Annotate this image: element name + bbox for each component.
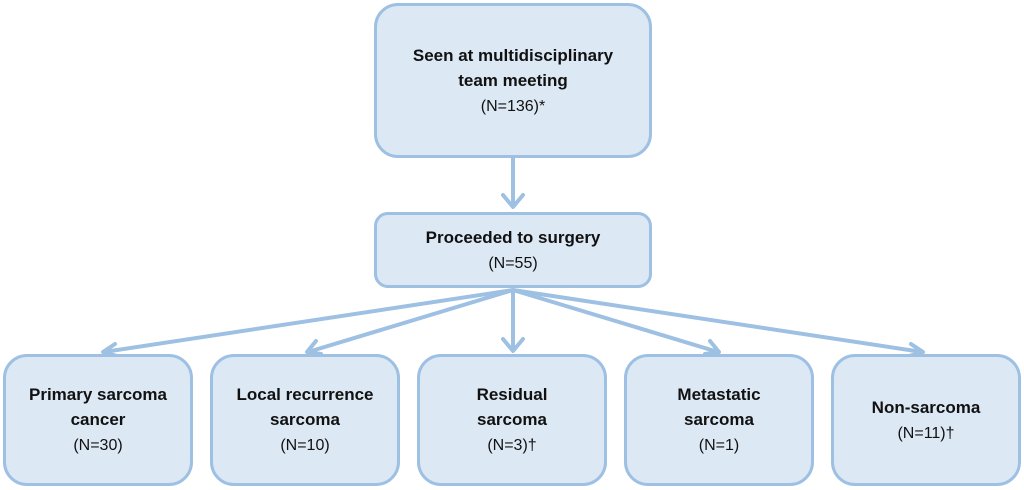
box-surgery: Proceeded to surgery (N=55)	[374, 212, 652, 288]
outcome-count: (N=3)†	[487, 437, 537, 454]
outcome-title: Metastatic sarcoma	[677, 385, 761, 429]
box-mdt-meeting-title: Seen at multidisciplinary team meeting	[412, 45, 614, 90]
box-mdt-meeting: Seen at multidisciplinary team meeting (…	[374, 3, 652, 158]
arrow-to-local	[306, 288, 515, 354]
outcome-title: Local recurrence sarcoma	[236, 385, 374, 429]
box-mdt-meeting-count: (N=136)*	[480, 97, 546, 115]
box-non-sarcoma: Non-sarcoma (N=11)†	[831, 354, 1021, 486]
outcome-count: (N=30)	[73, 437, 123, 454]
box-local-recurrence: Local recurrence sarcoma (N=10)	[210, 354, 400, 486]
box-metastatic-sarcoma: Metastatic sarcoma (N=1)	[624, 354, 814, 486]
box-residual-sarcoma: Residual sarcoma (N=3)†	[417, 354, 607, 486]
arrow-to-primary	[102, 288, 515, 354]
arrow-to-metastatic	[511, 288, 720, 354]
outcome-title: Non-sarcoma	[871, 397, 981, 417]
outcome-count: (N=1)	[698, 437, 740, 454]
box-surgery-count: (N=55)	[488, 254, 538, 272]
box-primary-sarcoma: Primary sarcoma cancer (N=30)	[3, 354, 193, 486]
outcome-title: Residual sarcoma	[476, 385, 548, 429]
arrow-to-non-sarcoma	[511, 288, 924, 354]
outcome-count: (N=11)†	[897, 424, 955, 442]
outcome-title: Primary sarcoma cancer	[29, 385, 167, 429]
box-surgery-title: Proceeded to surgery	[425, 227, 601, 247]
outcome-count: (N=10)	[280, 437, 330, 454]
